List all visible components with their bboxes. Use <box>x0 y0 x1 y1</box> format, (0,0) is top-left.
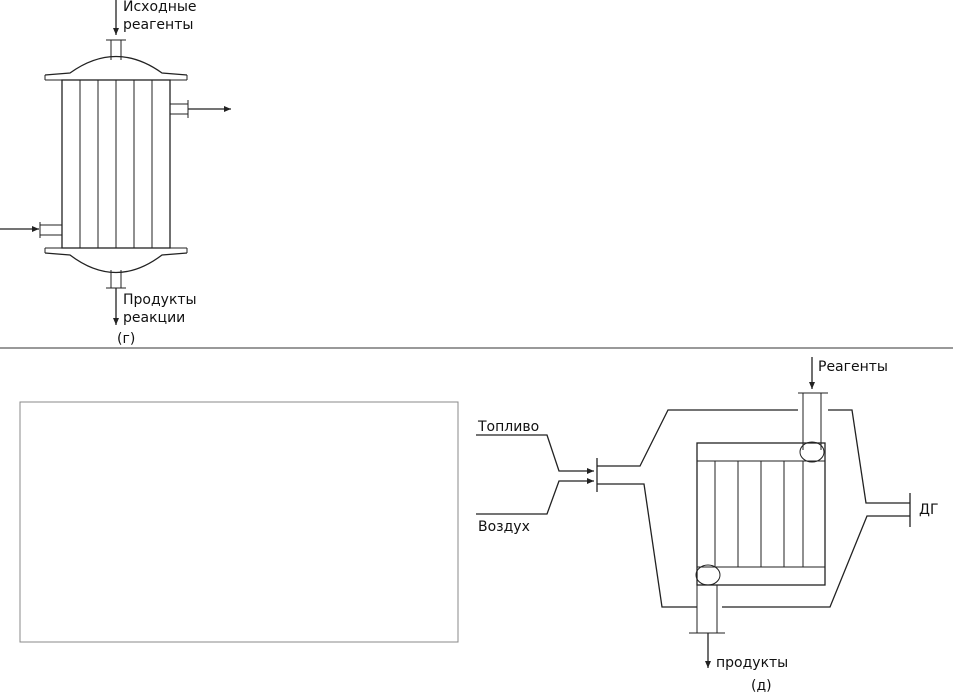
bottom-collector <box>695 564 721 586</box>
label-air: Воздух <box>478 519 530 535</box>
bottom-dome <box>44 252 188 274</box>
caption-d: (д) <box>751 678 772 694</box>
label-reaction-products-1: Продукты <box>123 292 197 308</box>
air-line <box>476 478 594 515</box>
reactor-d: Реагенты Топливо Воздух ДГ продукты (д) <box>476 357 938 694</box>
top-dome <box>44 55 188 76</box>
label-reagents: Реагенты <box>818 359 888 375</box>
label-reaction-products-2: реакции <box>123 310 185 326</box>
tube-bundle <box>696 442 826 586</box>
label-initial-reagents-1: Исходные <box>123 0 197 15</box>
label-exhaust: ДГ <box>919 502 938 518</box>
casing-right-top <box>828 409 910 504</box>
casing-right-bottom <box>722 515 910 608</box>
label-products: продукты <box>716 655 788 671</box>
casing-top <box>597 409 798 467</box>
top-collector <box>799 441 825 463</box>
empty-frame <box>19 401 459 643</box>
fuel-line <box>476 434 594 474</box>
reactor-g: Исходные реагенты Продукты реакции (г) <box>0 0 231 347</box>
label-initial-reagents-2: реагенты <box>123 17 193 33</box>
caption-g: (г) <box>117 331 135 347</box>
casing-bottom <box>597 483 697 608</box>
label-fuel: Топливо <box>477 419 539 435</box>
